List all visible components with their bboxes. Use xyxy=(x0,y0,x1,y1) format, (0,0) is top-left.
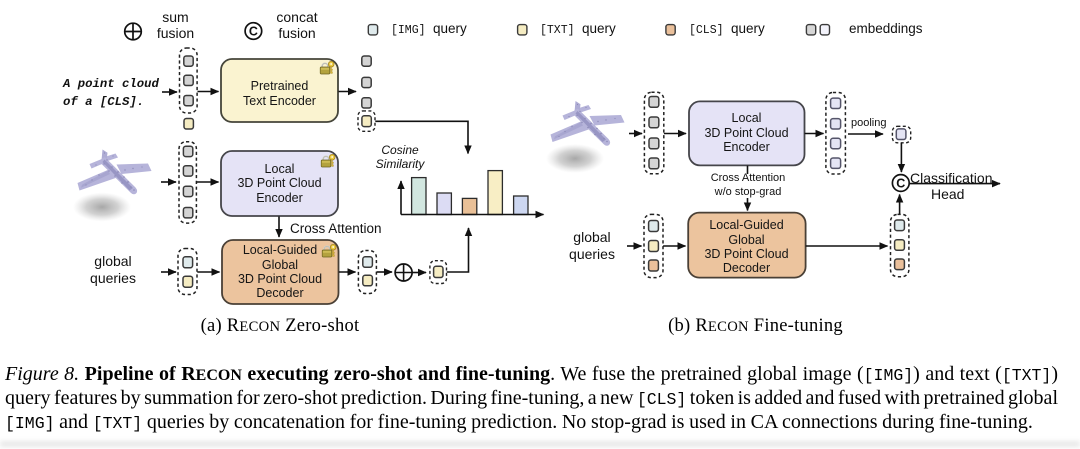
svg-text:C: C xyxy=(249,24,258,38)
svg-text:C: C xyxy=(896,176,905,190)
